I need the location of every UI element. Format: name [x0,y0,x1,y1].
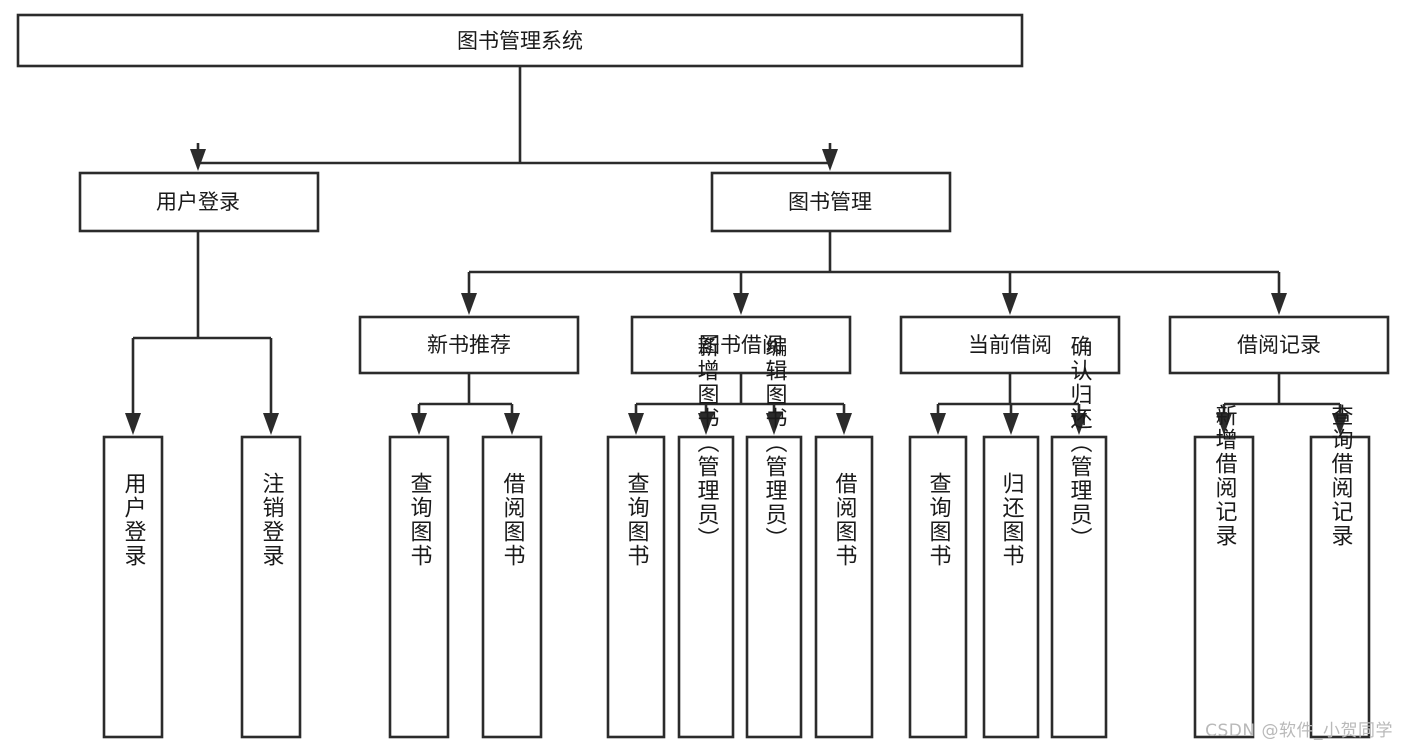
node-leaf-user-logout-label: 注销登录 [259,472,285,568]
node-leaf-return-book-box[interactable] [982,435,1040,739]
arrow-to-leaf-6 [766,413,782,435]
arrow-to-leaf-4 [628,413,644,435]
node-current-borrow-label: 当前借阅 [968,333,1052,357]
node-leaf-user-login-box[interactable] [102,435,164,739]
arrow-to-leaf-1 [263,413,279,435]
node-new-book-recommend-label: 新书推荐 [427,333,511,357]
arrow-to-book-borrow [733,293,749,315]
node-leaf-query-book-1-label: 查询图书 [407,472,433,568]
arrow-to-book-manage [822,149,838,171]
node-leaf-borrow-book-1-label: 借阅图书 [500,472,526,568]
node-book-borrow-box[interactable] [630,315,852,375]
arrow-to-leaf-11 [1216,413,1232,435]
arrow-to-leaf-10 [1071,413,1087,435]
root-box[interactable] [16,13,1024,68]
node-leaf-confirm-return-box[interactable] [1050,435,1108,739]
arrow-to-leaf-12 [1332,413,1348,435]
node-leaf-borrow-book-1-box[interactable] [481,435,543,739]
arrow-to-leaf-9 [1003,413,1019,435]
node-new-book-recommend-box[interactable] [358,315,580,375]
arrow-to-leaf-5 [698,413,714,435]
node-borrow-record-box[interactable] [1168,315,1390,375]
arrow-to-leaf-7 [836,413,852,435]
arrow-to-leaf-0 [125,413,141,435]
node-borrow-record-label: 借阅记录 [1237,333,1321,357]
root-label: 图书管理系统 [457,29,583,53]
node-leaf-add-book-label: 新增图书（管理员） [694,335,720,551]
node-book-manage-label: 图书管理 [788,190,872,214]
node-leaf-query-record-box[interactable] [1309,435,1371,739]
node-leaf-query-book-2-label: 查询图书 [624,472,650,568]
node-leaf-user-login-label: 用户登录 [121,472,147,568]
node-leaf-query-book-3-box[interactable] [908,435,968,739]
node-leaf-query-book-1-box[interactable] [388,435,450,739]
node-leaf-add-book-box[interactable] [677,435,735,739]
arrow-to-leaf-3 [504,413,520,435]
node-leaf-add-record-box[interactable] [1193,435,1255,739]
node-leaf-confirm-return-label: 确认归还（管理员） [1067,335,1093,551]
node-leaf-user-logout-box[interactable] [240,435,302,739]
node-leaf-add-record-label: 新增借阅记录 [1212,404,1238,548]
arrow-to-borrow-record [1271,293,1287,315]
arrow-to-leaf-8 [930,413,946,435]
node-user-login-label: 用户登录 [156,190,240,214]
node-leaf-query-book-3-label: 查询图书 [926,472,952,568]
arrow-to-current-borrow [1002,293,1018,315]
arrow-to-new-book-recommend [461,293,477,315]
node-leaf-borrow-book-2-box[interactable] [814,435,874,739]
node-leaf-return-book-label: 归还图书 [999,472,1025,568]
node-leaf-query-record-label: 查询借阅记录 [1328,404,1354,548]
node-root[interactable]: 图书管理系统 [16,13,1024,68]
node-current-borrow-box[interactable] [899,315,1121,375]
node-leaf-query-book-2-box[interactable] [606,435,666,739]
node-leaf-edit-book-box[interactable] [745,435,803,739]
arrow-to-leaf-2 [411,413,427,435]
arrow-to-user-login [190,149,206,171]
node-leaf-edit-book-label: 编辑图书（管理员） [762,335,788,551]
node-leaf-borrow-book-2-label: 借阅图书 [832,472,858,568]
node-book-borrow-label: 图书借阅 [699,333,783,357]
